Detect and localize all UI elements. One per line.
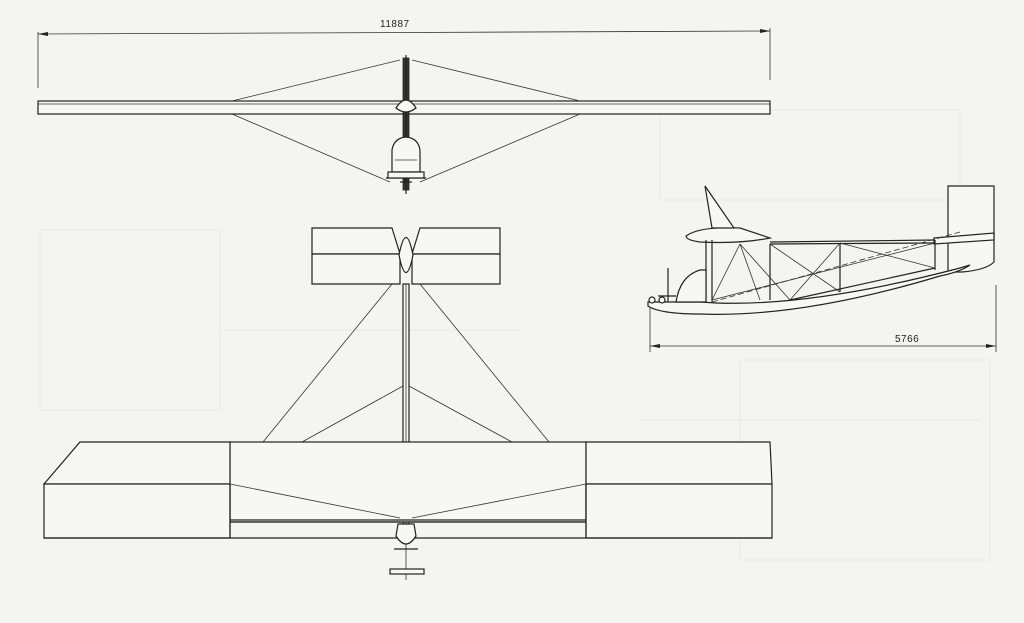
side-skid [647,264,971,315]
top-main-wing [42,441,773,539]
side-nose [675,269,707,303]
side-fuselage-frame [705,231,961,304]
paper-show-through [39,109,991,561]
top-tail-bracing [262,283,550,443]
wingspan-dimension: 11887 [37,19,771,88]
length-dimension: 5766 [649,285,997,352]
top-skid [389,568,425,575]
top-tailplane [311,227,501,285]
side-wing-profile [685,227,773,244]
side-view: 5766 [647,185,997,352]
length-label: 5766 [895,334,919,345]
front-wing-bracing [231,59,581,183]
side-kingpost [704,185,736,229]
side-rudder [947,185,995,273]
top-view [42,227,773,580]
front-seat [391,136,421,173]
top-nose [395,523,417,545]
front-view: 11887 [37,19,771,194]
wingspan-label: 11887 [380,19,410,30]
